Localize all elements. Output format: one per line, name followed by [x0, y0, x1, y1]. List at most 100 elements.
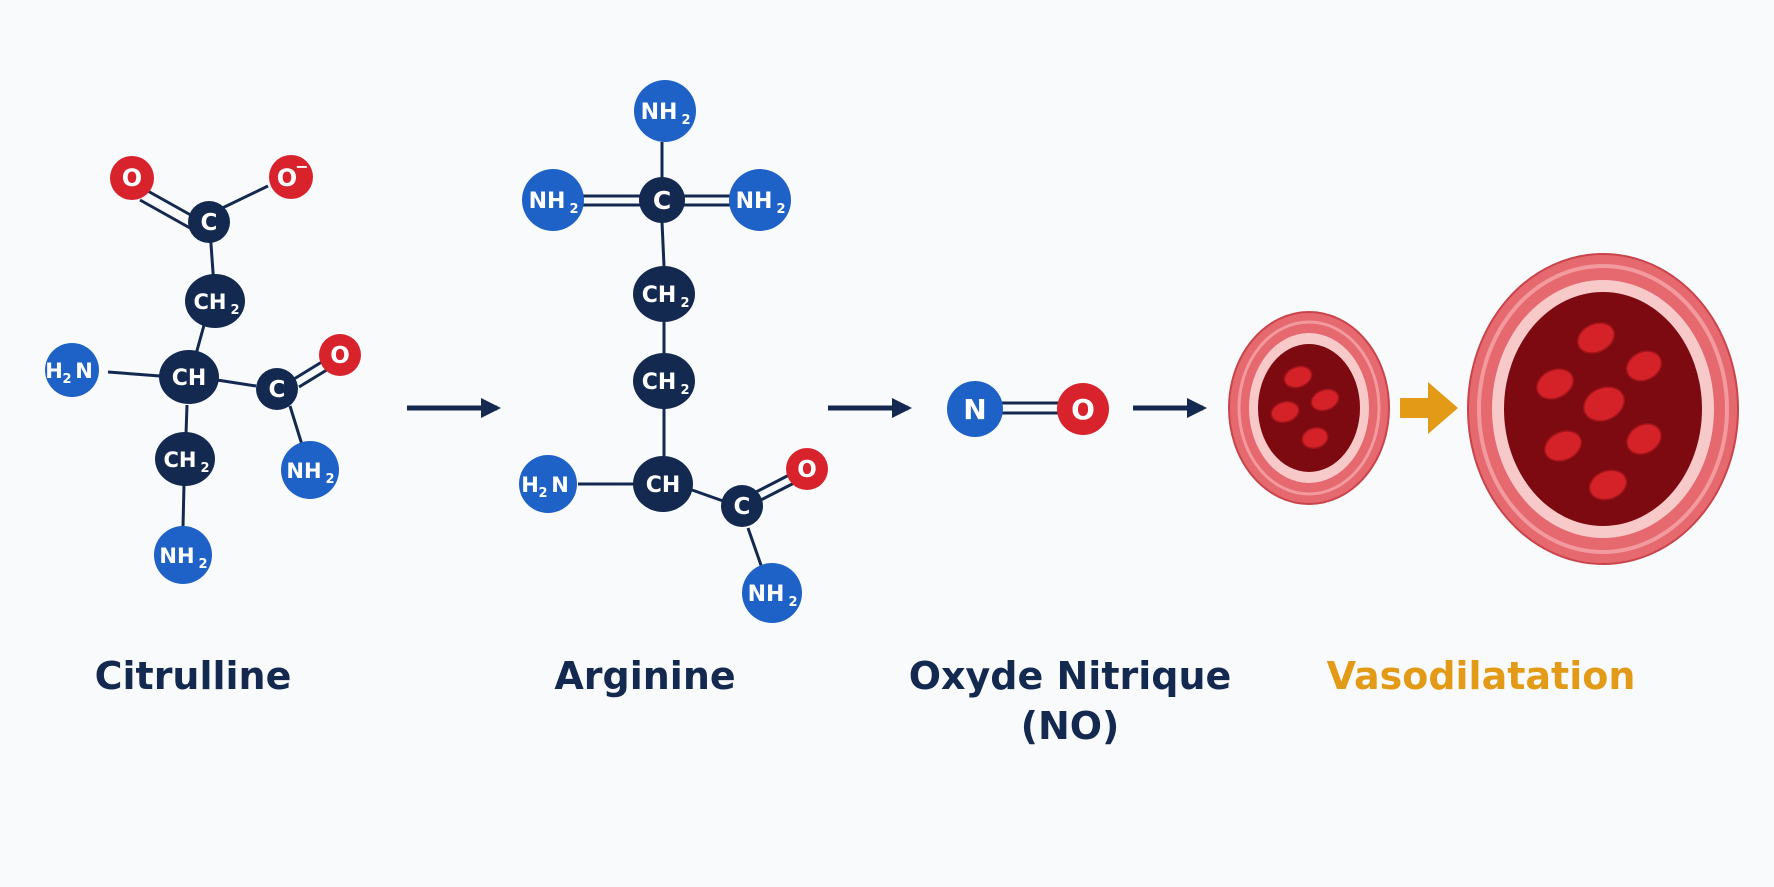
bond-double-a [145, 188, 197, 220]
bond-double-b [298, 366, 331, 389]
svg-text:CH: CH [164, 448, 197, 472]
bond [107, 370, 161, 378]
svg-text:2: 2 [538, 486, 547, 501]
svg-text:2: 2 [776, 202, 785, 217]
svg-text:2: 2 [680, 296, 689, 311]
atom-ch2: CH 2 [155, 432, 215, 486]
atom-nh2: NH 2 [281, 441, 339, 499]
blood-cell [1310, 388, 1340, 412]
svg-text:CH: CH [646, 473, 681, 498]
svg-text:N: N [963, 393, 986, 426]
blood-cell [1625, 350, 1663, 382]
atom-nh2: NH 2 [634, 80, 696, 142]
blood-cell [1270, 400, 1300, 424]
blood-cell [1588, 469, 1628, 501]
atom-ch2: CH 2 [633, 266, 695, 322]
bond [746, 527, 764, 569]
label-citrulline: Citrulline [94, 654, 292, 698]
bond-double-a [293, 358, 326, 381]
bond [216, 378, 257, 388]
atom-carbon: C [639, 177, 685, 223]
svg-text:N: N [75, 359, 93, 383]
svg-text:NH: NH [748, 582, 785, 607]
svg-text:C: C [653, 186, 671, 215]
arginine-atoms: NH 2 NH 2 C NH 2 CH 2 CH 2 H [519, 80, 828, 623]
atom-carbon: C [188, 201, 230, 243]
citrulline-atoms: O O − C CH 2 CH H 2 N C [45, 155, 361, 584]
svg-text:N: N [551, 473, 569, 497]
atom-carbon: C [721, 485, 763, 527]
bond [181, 483, 186, 528]
bond [184, 404, 189, 435]
blood-cell [1626, 423, 1662, 455]
atom-ch2: CH 2 [185, 274, 245, 328]
label-nitric-oxide-formula: (NO) [1020, 704, 1120, 748]
arrow-dilation-right-icon [1400, 382, 1458, 434]
atom-oxygen: O [319, 334, 361, 376]
atom-ch2: CH 2 [633, 353, 695, 409]
blood-cell [1544, 430, 1582, 462]
svg-text:H: H [521, 473, 539, 497]
atom-ch: CH [633, 456, 693, 512]
blood-cell [1536, 368, 1574, 400]
svg-text:C: C [734, 494, 751, 520]
nitric-oxide-molecule: N O [947, 381, 1109, 437]
svg-text:2: 2 [569, 202, 578, 217]
svg-text:2: 2 [788, 595, 797, 610]
label-nitric-oxide: Oxyde Nitrique [908, 654, 1232, 698]
svg-text:H: H [45, 359, 63, 383]
svg-text:NH: NH [641, 100, 678, 125]
svg-text:NH: NH [159, 544, 194, 568]
svg-text:2: 2 [62, 372, 71, 387]
svg-text:NH: NH [529, 189, 566, 214]
atom-h2n: H 2 N [45, 343, 99, 397]
bond [288, 405, 305, 449]
atom-nh2: NH 2 [522, 169, 584, 231]
svg-text:2: 2 [198, 557, 207, 572]
svg-text:2: 2 [681, 113, 690, 128]
atom-oxygen: O [110, 156, 154, 200]
bond [660, 221, 666, 267]
atom-carbon: C [256, 368, 298, 410]
svg-text:2: 2 [230, 303, 239, 318]
svg-text:C: C [201, 210, 218, 236]
arginine-molecule [578, 142, 799, 569]
svg-text:NH: NH [286, 459, 321, 483]
svg-text:2: 2 [680, 383, 689, 398]
svg-text:CH: CH [194, 290, 227, 314]
atom-h2n: H 2 N [519, 455, 577, 513]
label-vasodilation: Vasodilatation [1326, 654, 1636, 698]
blood-cell [1283, 365, 1313, 389]
atom-nitrogen: N [947, 381, 1003, 437]
bond-double-b [758, 479, 799, 503]
atom-oxygen: O [786, 448, 828, 490]
label-arginine: Arginine [554, 654, 736, 698]
dilated-vessel [1467, 253, 1739, 565]
atom-oxygen-anion: O − [269, 155, 313, 199]
svg-text:O: O [330, 343, 350, 369]
svg-text:CH: CH [642, 283, 677, 308]
bond-double-a [753, 471, 794, 495]
svg-text:O: O [277, 164, 297, 192]
blood-cell [1583, 386, 1625, 422]
svg-text:2: 2 [325, 472, 334, 487]
svg-text:O: O [797, 457, 817, 483]
svg-text:2: 2 [200, 461, 209, 476]
svg-text:CH: CH [172, 366, 207, 391]
svg-text:CH: CH [642, 370, 677, 395]
atom-oxygen: O [1057, 383, 1109, 435]
svg-text:C: C [269, 377, 286, 403]
constricted-vessel [1228, 311, 1390, 505]
atom-nh2: NH 2 [729, 169, 791, 231]
svg-text:O: O [122, 164, 142, 192]
bond-double-b [139, 198, 191, 230]
svg-text:O: O [1071, 393, 1095, 426]
atom-nh2: NH 2 [742, 563, 802, 623]
svg-text:NH: NH [736, 189, 773, 214]
bond [691, 488, 727, 504]
atom-nh2: NH 2 [154, 526, 212, 584]
svg-text:−: − [295, 157, 308, 176]
blood-cell [1301, 427, 1329, 449]
